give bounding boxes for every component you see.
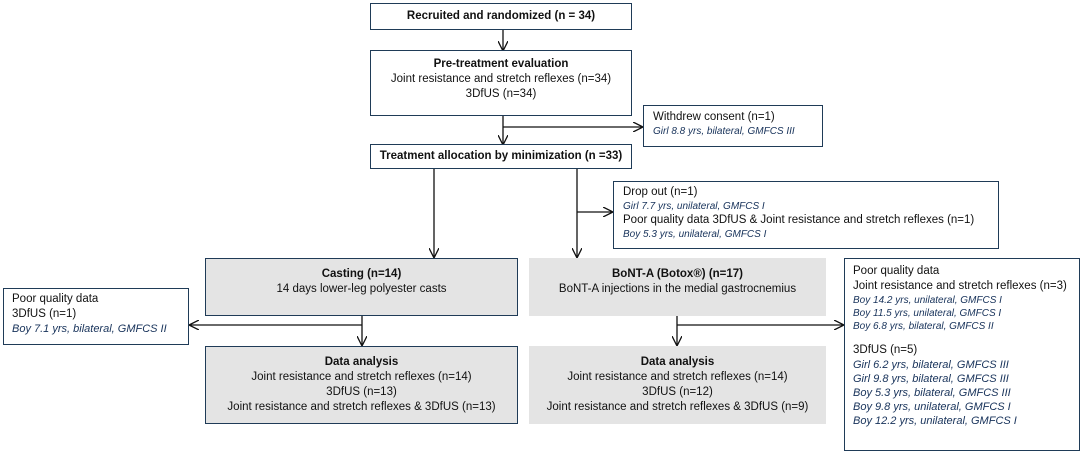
analysis-casting-line3: Joint resistance and stretch reflexes & … — [227, 401, 496, 413]
analysis-casting-box: Data analysis Joint resistance and stret… — [205, 346, 518, 424]
dropout-title: Drop out (n=1) — [623, 186, 698, 198]
right-poor-us-title: 3DfUS (n=5) — [853, 344, 918, 356]
left-poor-detail: Boy 7.1 yrs, bilateral, GMFCS II — [12, 323, 167, 335]
pretreatment-title: Pre-treatment evaluation — [433, 58, 569, 70]
right-poor-joint-detail: Boy 6.8 yrs, bilateral, GMFCS II — [853, 321, 994, 332]
left-poor-box: Poor quality data 3DfUS (n=1) Boy 7.1 yr… — [3, 288, 189, 345]
allocation-box: Treatment allocation by minimization (n … — [370, 144, 632, 169]
bonta-subtitle: BoNT-A injections in the medial gastrocn… — [558, 283, 797, 295]
dropout-poor: Poor quality data 3DfUS & Joint resistan… — [623, 214, 975, 226]
dropout-box: Drop out (n=1) Girl 7.7 yrs, unilateral,… — [613, 181, 999, 249]
right-poor-us-detail: Girl 9.8 yrs, bilateral, GMFCS III — [853, 373, 1009, 385]
casting-subtitle: 14 days lower-leg polyester casts — [276, 283, 447, 295]
right-poor-us-detail: Boy 5.3 yrs, bilateral, GMFCS III — [853, 387, 1011, 399]
withdrew-detail: Girl 8.8 yrs, bilateral, GMFCS III — [653, 126, 795, 137]
analysis-casting-line1: Joint resistance and stretch reflexes (n… — [251, 371, 472, 383]
right-poor-us-detail: Boy 12.2 yrs, unilateral, GMFCS I — [853, 415, 1017, 427]
bonta-box: BoNT-A (Botox®) (n=17) BoNT-A injections… — [529, 258, 826, 316]
dropout-detail1: Girl 7.7 yrs, unilateral, GMFCS I — [623, 201, 765, 212]
pretreatment-line2: 3DfUS (n=34) — [465, 88, 537, 100]
bonta-title: BoNT-A (Botox®) (n=17) — [611, 268, 744, 280]
analysis-bonta-line2: 3DfUS (n=12) — [642, 386, 713, 398]
left-poor-line1: 3DfUS (n=1) — [12, 308, 77, 320]
right-poor-title: Poor quality data — [853, 265, 940, 277]
recruited-label: Recruited and randomized (n = 34) — [406, 10, 596, 22]
analysis-casting-title: Data analysis — [324, 356, 399, 368]
right-poor-joint-detail: Boy 14.2 yrs, unilateral, GMFCS I — [853, 295, 1002, 306]
right-poor-joint-title: Joint resistance and stretch reflexes (n… — [853, 280, 1067, 292]
analysis-bonta-title: Data analysis — [640, 356, 715, 368]
left-poor-title: Poor quality data — [12, 293, 99, 305]
recruited-box: Recruited and randomized (n = 34) — [370, 3, 632, 30]
right-poor-us-detail: Boy 9.8 yrs, unilateral, GMFCS I — [853, 401, 1011, 413]
analysis-casting-line2: 3DfUS (n=13) — [326, 386, 397, 398]
casting-title: Casting (n=14) — [321, 268, 402, 280]
right-poor-joint-detail: Boy 11.5 yrs, unilateral, GMFCS I — [853, 308, 1002, 319]
withdrew-title: Withdrew consent (n=1) — [653, 111, 775, 123]
pretreatment-line1: Joint resistance and stretch reflexes (n… — [390, 73, 612, 85]
allocation-label: Treatment allocation by minimization (n … — [379, 150, 623, 162]
analysis-bonta-box: Data analysis Joint resistance and stret… — [529, 346, 826, 424]
right-poor-us-detail: Girl 6.2 yrs, bilateral, GMFCS III — [853, 359, 1009, 371]
pretreatment-box: Pre-treatment evaluation Joint resistanc… — [370, 50, 632, 116]
analysis-bonta-line1: Joint resistance and stretch reflexes (n… — [567, 371, 788, 383]
casting-box: Casting (n=14) 14 days lower-leg polyest… — [205, 258, 518, 316]
withdrew-box: Withdrew consent (n=1) Girl 8.8 yrs, bil… — [643, 105, 823, 147]
analysis-bonta-line3: Joint resistance and stretch reflexes & … — [546, 401, 809, 413]
right-poor-box: Poor quality data Joint resistance and s… — [844, 258, 1080, 451]
dropout-detail2: Boy 5.3 yrs, unilateral, GMFCS I — [623, 229, 767, 240]
